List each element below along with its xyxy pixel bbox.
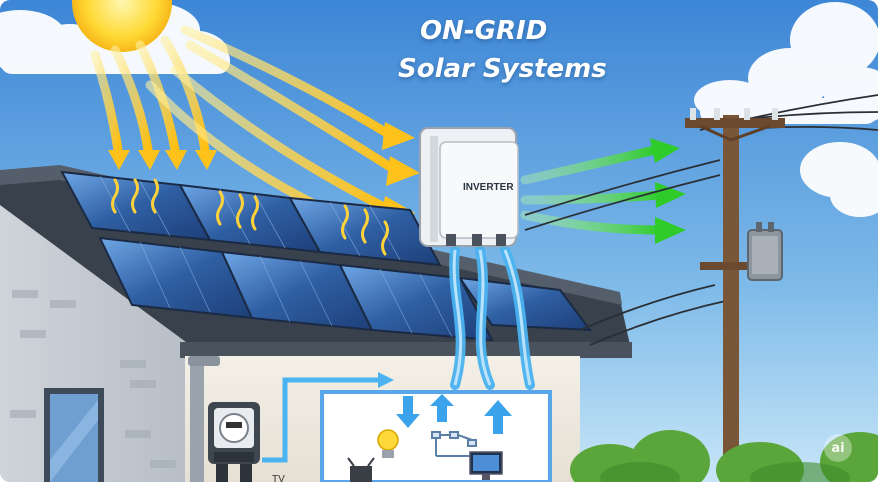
grid-export-arrows [520, 145, 665, 235]
panel-grid-lines [99, 175, 453, 338]
downpipe [190, 358, 204, 482]
power-flow-arrows [396, 394, 512, 434]
light-bulb-icon [377, 429, 399, 458]
brick-texture [10, 290, 176, 468]
inverter-label: INVERTER [463, 182, 514, 193]
tv-label: TV [272, 474, 285, 482]
grid-arrowheads [650, 138, 686, 244]
solar-panel-icon [60, 170, 593, 342]
inverter-icon: INVERTER [419, 127, 519, 247]
monitor-icon [469, 451, 503, 480]
utility-pole-icon [685, 108, 785, 482]
house-window [44, 388, 104, 482]
ai-watermark-icon: ai [824, 434, 852, 462]
circuit-icon [431, 431, 477, 457]
tv-icon [347, 457, 375, 482]
title-line-2: Solar Systems [398, 54, 607, 84]
roof-gutter [180, 342, 632, 358]
transformer-icon [747, 222, 783, 281]
heat-squiggles [111, 178, 389, 256]
meter-cable [262, 377, 380, 463]
sun-icon [72, 0, 172, 52]
title-line-1: ON-GRID [420, 16, 548, 46]
electric-meter-icon [208, 402, 260, 482]
